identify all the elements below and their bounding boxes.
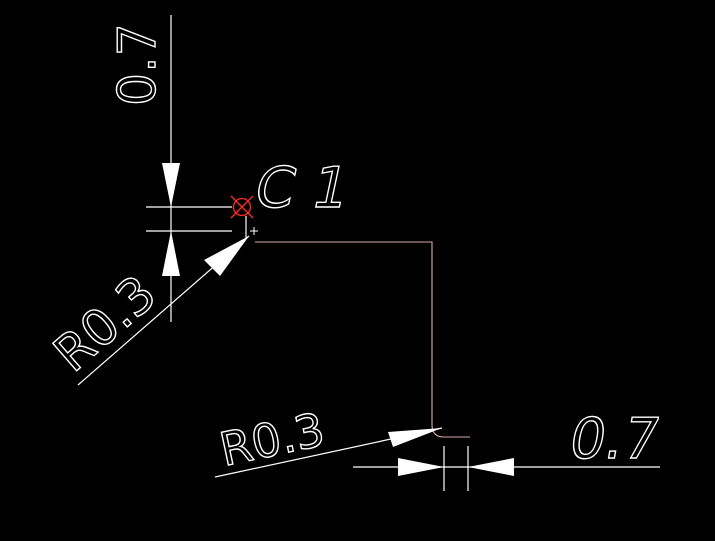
radius-leader-upper-arrow xyxy=(204,236,249,276)
vertical-arrow-up xyxy=(162,231,180,276)
crosshair-icon xyxy=(250,227,258,235)
horizontal-dimension-text: 0.7 xyxy=(565,407,665,472)
part-profile xyxy=(255,241,470,438)
radius-leader-lower-arrow xyxy=(388,428,442,447)
chamfer-text: C 1 xyxy=(249,156,355,221)
horizontal-dimension[interactable]: 0.7 xyxy=(353,407,666,491)
horizontal-arrow-left xyxy=(468,458,514,476)
horizontal-arrow-right xyxy=(398,458,444,476)
vertical-arrow-down xyxy=(162,163,180,207)
circled-x-marker-icon xyxy=(230,195,254,219)
radius-leader-upper[interactable]: R0.3 xyxy=(42,235,250,386)
vertical-dimension-text: 0.7 xyxy=(108,23,168,106)
radius-upper-text: R0.3 xyxy=(43,264,167,383)
vertical-dimension[interactable]: 0.7 xyxy=(107,15,232,322)
chamfer-callout[interactable]: C 1 xyxy=(230,155,356,238)
profile-outline xyxy=(255,241,470,438)
radius-lower-text: R0.3 xyxy=(215,402,329,477)
